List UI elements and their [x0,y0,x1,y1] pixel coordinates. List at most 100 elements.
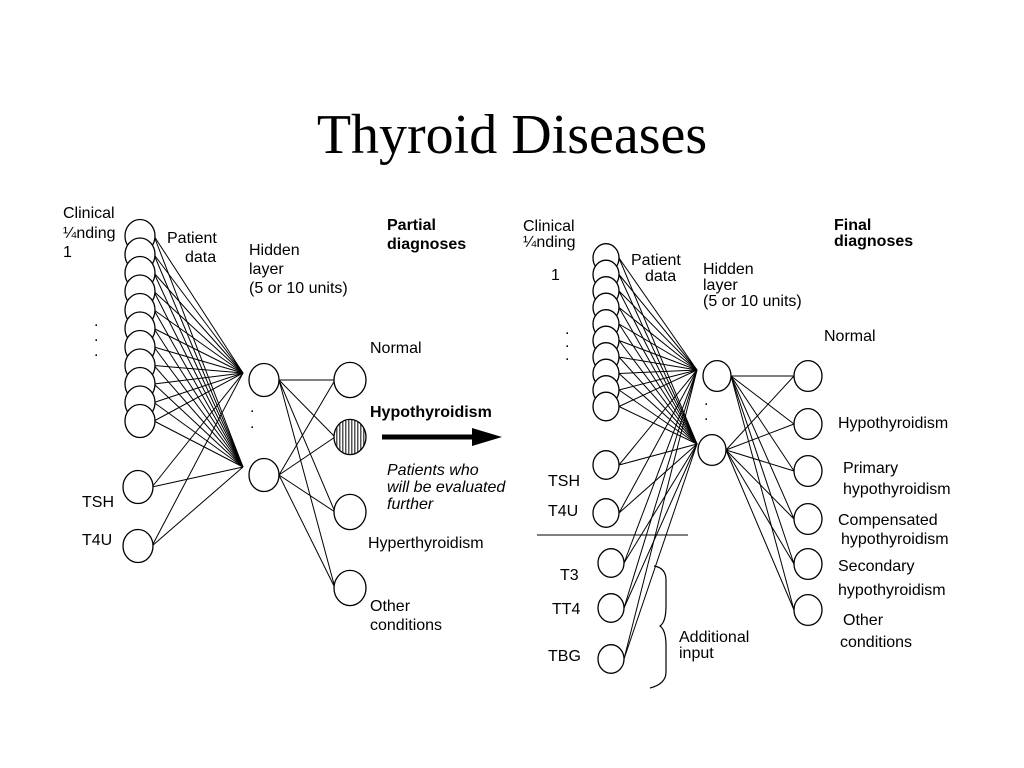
connection-line [153,291,244,374]
connection-line [151,466,244,488]
additional-input-label: Additional input [679,629,754,662]
connection-line [278,379,336,438]
network-connections [151,235,795,660]
connection-line [730,375,795,472]
connection-line [725,449,795,565]
connection-line [151,372,244,488]
connection-line [618,356,698,371]
connection-line [153,420,244,468]
left-hidden-layer-label: Hidden layer (5 or 10 units) [249,242,348,297]
left-lab-input-node [122,469,154,505]
connection-line [153,235,244,468]
left-t4u-label: T4U [82,532,112,549]
connection-line [725,449,795,472]
left-input-ellipsis: ... [94,313,98,360]
connection-line [153,328,244,374]
additional-input-node [597,593,625,623]
left-input-node [124,403,156,439]
connection-line [153,346,244,468]
right-output-secondary-hypothyroidism: Secondary hypothyroidism [838,558,946,599]
connection-line [618,340,698,371]
left-tsh-label: TSH [82,494,114,511]
right-arrow-icon [382,428,502,446]
connection-line [618,443,698,514]
right-clinical-label: Clinical ¼nding 1 [523,218,580,284]
connection-line [623,369,698,564]
left-output-hyperthyroidism: Hyperthyroidism [368,535,484,552]
right-hidden-node [702,359,732,393]
connection-line [618,257,698,371]
connection-line [153,372,244,403]
connection-line [278,379,336,476]
connection-line [725,423,795,451]
connection-line [730,375,795,565]
connection-line [623,443,698,564]
connection-line [618,356,698,445]
left-network-labels: Clinical ¼nding 1 Patient data Hidden la… [63,205,510,634]
connection-line [618,274,698,445]
left-hidden-node [248,457,280,493]
connection-line [623,443,698,609]
right-lab-input-node [592,450,620,480]
right-tsh-label: TSH [548,473,580,490]
connection-line [151,466,244,547]
connection-line [151,372,244,547]
right-output-node [793,547,823,581]
connection-line [153,309,244,374]
connection-line [618,406,698,445]
right-hidden-ellipsis: .. [704,392,708,424]
additional-input-brace-icon [649,565,667,689]
connection-line [153,372,244,385]
tbg-label: TBG [548,648,581,665]
connection-line [618,340,698,445]
left-clinical-label: Clinical ¼nding 1 [63,205,120,261]
additional-input-node [597,644,625,674]
right-output-compensated-hypothyroidism: Compensated hypothyroidism [838,512,949,548]
right-hidden-layer-label: Hidden layer (5 or 10 units) [703,261,802,310]
right-output-node [793,454,823,488]
right-hidden-node [697,433,727,467]
further-evaluation-note: Patients who will be evaluated further [387,462,510,513]
connection-line [153,372,244,422]
right-lab-input-node [592,498,620,528]
right-output-node [793,593,823,627]
connection-line [618,369,698,391]
left-output-node [333,569,367,607]
right-output-hypothyroidism: Hypothyroidism [838,415,948,432]
connection-line [618,307,698,371]
left-hidden-node [248,362,280,398]
connection-line [278,474,336,513]
right-output-node [793,359,823,393]
right-output-node [793,502,823,536]
connection-line [153,346,244,374]
network-nodes [122,218,823,674]
left-output-normal: Normal [370,340,422,357]
final-diagnoses-label: Final diagnoses [834,217,913,250]
connection-line [623,443,698,660]
right-network-labels: Clinical ¼nding 1 Patient data Hidden la… [523,217,951,665]
connection-line [618,373,698,445]
connection-line [618,369,698,514]
right-patient-data-label: Patient data [631,252,685,285]
left-output-hypothyroidism: Hypothyroidism [370,404,492,421]
tt4-label: TT4 [552,601,581,618]
connection-line [725,375,795,451]
connection-line [618,369,698,407]
hypothyroidism-output-node [333,418,367,456]
t3-label: T3 [560,567,579,584]
connection-line [278,379,336,589]
connection-line [618,323,698,371]
connection-line [618,274,698,371]
right-output-normal: Normal [824,328,876,345]
right-output-other-conditions: Other conditions [840,612,912,651]
connection-line [278,474,336,589]
connection-line [730,375,795,611]
connection-line [153,365,244,374]
left-patient-data-label: Patient data [167,230,221,266]
connection-line [153,272,244,374]
connection-line [725,449,795,520]
left-lab-input-node [122,528,154,564]
connection-line [153,272,244,468]
left-output-other-conditions: Other conditions [370,598,442,634]
